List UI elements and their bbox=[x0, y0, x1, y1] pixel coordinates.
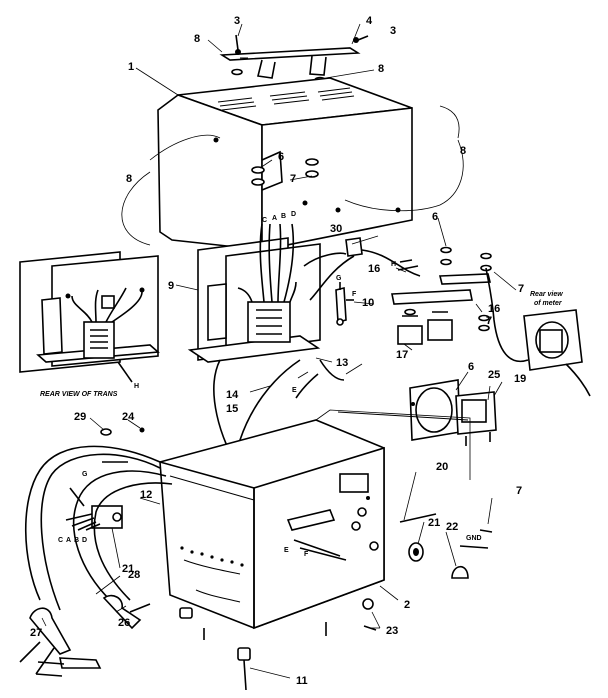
line-cord-bushing bbox=[303, 237, 421, 301]
callout-27: 27 bbox=[30, 627, 42, 639]
callout-8-handle-right: 8 bbox=[378, 63, 384, 75]
chassis-feet bbox=[179, 598, 377, 691]
callout-8-handle: 8 bbox=[194, 33, 200, 45]
wire-letter-e-wire: E bbox=[292, 387, 297, 394]
cabinet-cover bbox=[157, 77, 413, 251]
chassis-base bbox=[159, 419, 385, 630]
wire-letter-term-a: A bbox=[66, 537, 71, 544]
callout-7-breaker: 7 bbox=[486, 315, 492, 327]
callout-14: 14 bbox=[226, 389, 239, 401]
wire-letter-f-rect: F bbox=[352, 291, 357, 298]
wire-letter-g-rect: G bbox=[336, 275, 342, 282]
rear-panel-outline bbox=[315, 409, 471, 480]
callout-8-left: 8 bbox=[126, 173, 132, 185]
wire-letter-top-c: C bbox=[262, 217, 267, 224]
control-knob-and-ground bbox=[399, 513, 493, 579]
callout-4: 4 bbox=[366, 15, 373, 27]
wire-letter-e-chassis: E bbox=[284, 547, 289, 554]
callout-7-meter: 7 bbox=[518, 283, 524, 295]
callout-23: 23 bbox=[386, 625, 398, 637]
callout-6-meter: 6 bbox=[468, 361, 474, 373]
callout-26: 26 bbox=[118, 617, 130, 629]
callout-19: 19 bbox=[514, 373, 526, 385]
callout-1: 1 bbox=[128, 61, 134, 73]
callout-15: 15 bbox=[226, 403, 238, 415]
wire-letter-g-switch: G bbox=[82, 471, 88, 478]
cover-nuts bbox=[251, 158, 319, 186]
rear-view-meter-caption-1: Rear view bbox=[530, 291, 563, 298]
selector-switch bbox=[65, 487, 123, 531]
wire-letter-term-d: D bbox=[82, 537, 87, 544]
callout-3-right: 3 bbox=[390, 25, 396, 37]
callout-21-knob: 21 bbox=[428, 517, 440, 529]
assembly-arrows bbox=[121, 105, 464, 246]
carry-handle bbox=[219, 47, 361, 79]
callout-13: 13 bbox=[336, 357, 348, 369]
transformer-rear-view bbox=[19, 251, 160, 383]
callout-11: 11 bbox=[296, 675, 308, 687]
callout-29: 29 bbox=[74, 411, 86, 423]
wire-letter-top-d: D bbox=[291, 211, 296, 218]
callout-6-bracket: 6 bbox=[432, 211, 438, 223]
callout-22: 22 bbox=[446, 521, 458, 533]
callout-12: 12 bbox=[140, 489, 152, 501]
rear-view-meter-caption-2: of meter bbox=[534, 300, 563, 307]
wire-letter-f-chassis: F bbox=[304, 551, 309, 558]
ammeter bbox=[409, 379, 497, 446]
circuit-breaker-assembly bbox=[391, 246, 492, 345]
callout-7-cover: 7 bbox=[290, 173, 296, 185]
gnd-label: GND bbox=[466, 535, 482, 542]
rectifier bbox=[335, 282, 354, 326]
callout-9: 9 bbox=[168, 280, 174, 292]
wire-letter-top-a: A bbox=[272, 215, 277, 222]
callout-16-left: 16 bbox=[368, 263, 380, 275]
callout-10: 10 bbox=[362, 297, 374, 309]
rear-view-trans-caption: REAR VIEW OF TRANS bbox=[40, 391, 118, 398]
callout-labels: 1 2 3 3 4 6 6 6 7 7 7 7 7 8 8 8 8 9 10 1… bbox=[30, 15, 526, 687]
callout-6-cover: 6 bbox=[278, 151, 284, 163]
callout-16-right: 16 bbox=[488, 303, 500, 315]
leader-lines bbox=[41, 23, 517, 679]
wire-letter-h-bracket: H bbox=[391, 261, 396, 268]
callout-28: 28 bbox=[128, 569, 140, 581]
charging-cables bbox=[19, 427, 173, 677]
wire-letter-term-b: B bbox=[74, 537, 79, 544]
callout-25: 25 bbox=[488, 369, 500, 381]
callout-21-switch: 21 bbox=[122, 563, 134, 575]
wire-letter-term-c: C bbox=[58, 537, 63, 544]
callout-24: 24 bbox=[122, 411, 135, 423]
callout-2: 2 bbox=[404, 599, 410, 611]
callout-3-left: 3 bbox=[234, 15, 240, 27]
callout-20: 20 bbox=[436, 461, 448, 473]
callout-7-gnd: 7 bbox=[516, 485, 522, 497]
meter-rear-view bbox=[485, 267, 591, 397]
wire-letter-h-trans: H bbox=[134, 383, 139, 390]
wire-letter-top-b: B bbox=[281, 213, 286, 220]
transformer-assembly bbox=[187, 223, 321, 363]
callout-17: 17 bbox=[396, 349, 408, 361]
callout-30: 30 bbox=[330, 223, 342, 235]
callout-8-right: 8 bbox=[460, 145, 466, 157]
